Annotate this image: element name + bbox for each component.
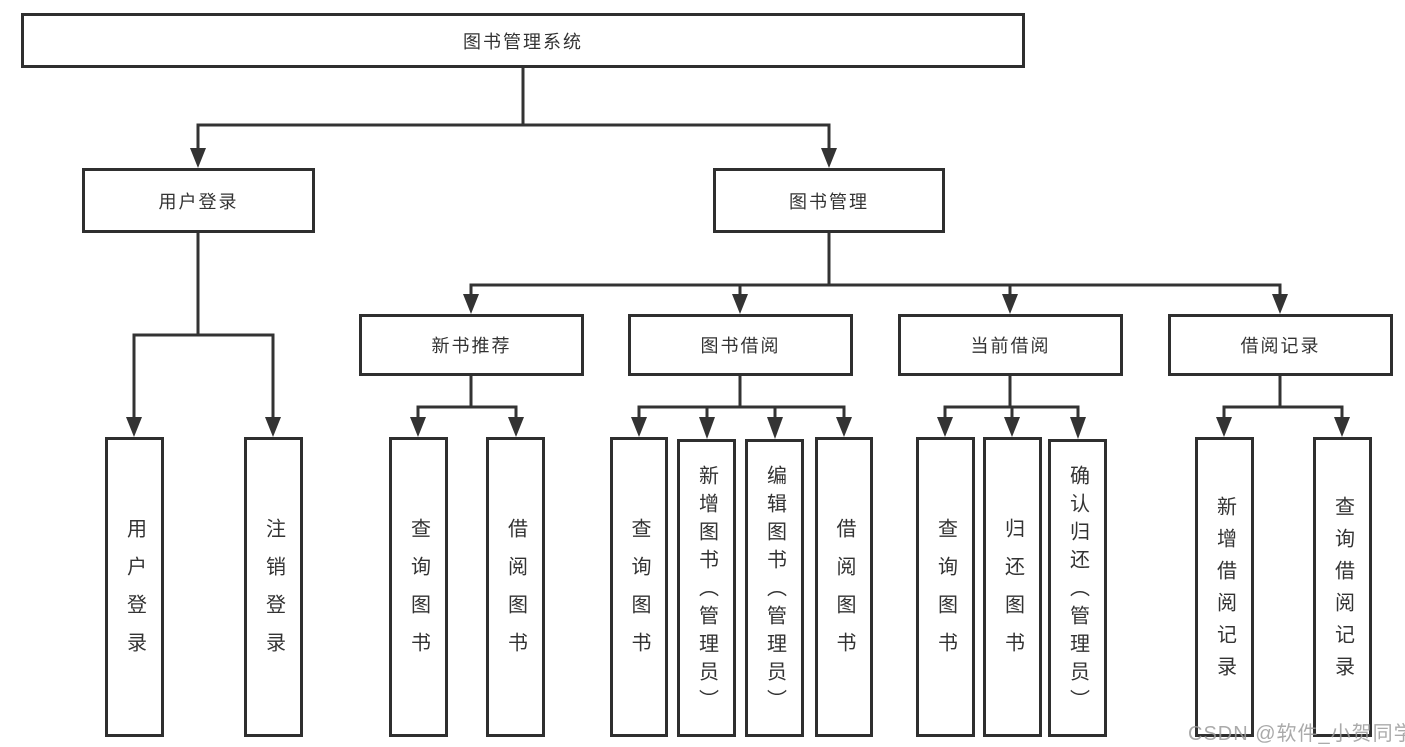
node-root-label: 图书管理系统 — [463, 31, 583, 52]
leaf-user-login: 用户登录 — [105, 437, 164, 737]
leaf-current-confirm-return-admin: 确认归还（管理员） — [1048, 439, 1107, 737]
leaf-borrow-query-books: 查询图书 — [610, 437, 668, 737]
leaf-borrow-add-books-admin: 新增图书（管理员） — [677, 439, 736, 737]
node-current-borrow-label: 当前借阅 — [970, 336, 1051, 356]
leaf-current-return-books-label: 归还图书 — [1001, 518, 1024, 670]
leaf-newbooks-query-books-label: 查询图书 — [407, 518, 430, 670]
leaf-borrow-edit-books-admin-label: 编辑图书（管理员） — [763, 465, 786, 717]
node-book-borrow-label: 图书借阅 — [700, 336, 781, 356]
leaf-borrow-edit-books-admin: 编辑图书（管理员） — [745, 439, 804, 737]
node-new-books: 新书推荐 — [359, 314, 584, 376]
arrowheads — [126, 148, 1350, 439]
leaf-logout: 注销登录 — [244, 437, 303, 737]
connector-lines — [132, 68, 1344, 421]
node-book-mgmt: 图书管理 — [713, 168, 945, 233]
leaf-current-confirm-return-admin-label: 确认归还（管理员） — [1066, 465, 1089, 717]
leaf-borrow-add-books-admin-label: 新增图书（管理员） — [695, 465, 718, 717]
leaf-current-return-books: 归还图书 — [983, 437, 1042, 737]
leaf-borrow-query-books-label: 查询图书 — [628, 518, 650, 670]
leaf-records-query-record: 查询借阅记录 — [1313, 437, 1372, 737]
node-root: 图书管理系统 — [21, 13, 1025, 68]
leaf-borrow-borrow-books-label: 借阅图书 — [833, 518, 855, 670]
node-book-borrow: 图书借阅 — [628, 314, 853, 376]
leaf-newbooks-query-books: 查询图书 — [389, 437, 448, 737]
node-borrow-records-label: 借阅记录 — [1240, 336, 1321, 356]
leaf-current-query-books-label: 查询图书 — [934, 518, 957, 670]
node-new-books-label: 新书推荐 — [431, 336, 512, 356]
node-user-login: 用户登录 — [82, 168, 315, 233]
node-book-mgmt-label: 图书管理 — [789, 191, 869, 212]
leaf-borrow-borrow-books: 借阅图书 — [815, 437, 873, 737]
leaf-newbooks-borrow-books-label: 借阅图书 — [504, 518, 527, 670]
leaf-records-query-record-label: 查询借阅记录 — [1331, 495, 1354, 688]
leaf-records-add-record-label: 新增借阅记录 — [1213, 495, 1236, 688]
node-current-borrow: 当前借阅 — [898, 314, 1123, 376]
leaf-current-query-books: 查询图书 — [916, 437, 975, 737]
leaf-user-login-label: 用户登录 — [123, 518, 146, 670]
leaf-logout-label: 注销登录 — [262, 518, 285, 670]
node-borrow-records: 借阅记录 — [1168, 314, 1393, 376]
leaf-newbooks-borrow-books: 借阅图书 — [486, 437, 545, 737]
csdn-watermark: CSDN @软件_小贺同学 — [1188, 723, 1405, 745]
node-user-login-label: 用户登录 — [158, 191, 239, 212]
leaf-records-add-record: 新增借阅记录 — [1195, 437, 1254, 737]
